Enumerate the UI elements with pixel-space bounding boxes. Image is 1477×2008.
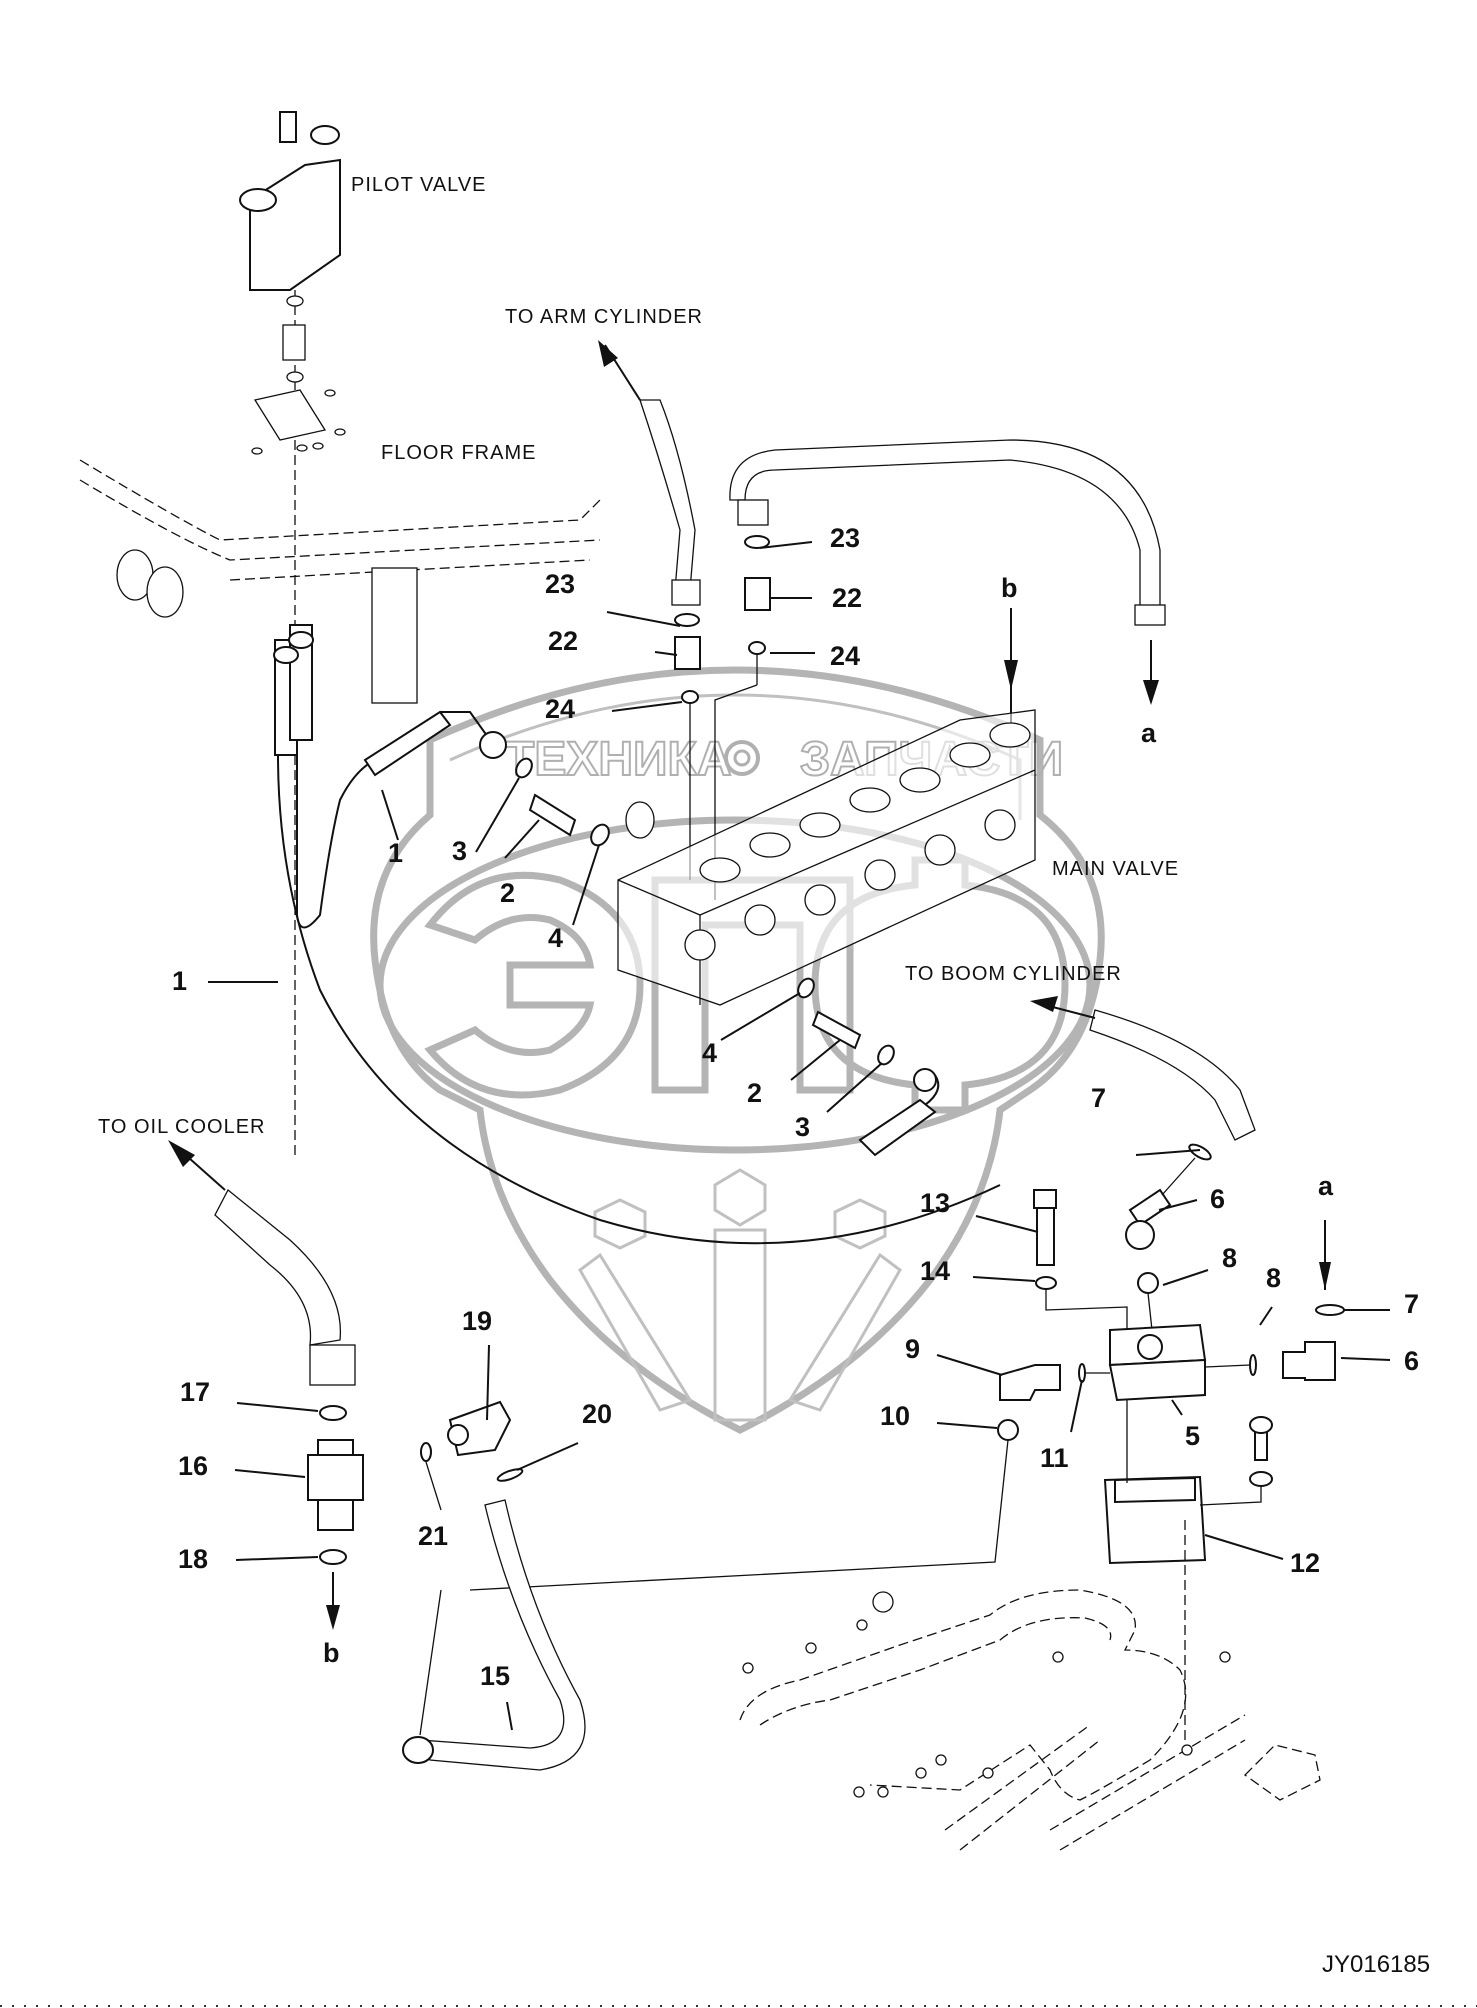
drawing-code: JY016185 xyxy=(1322,1951,1430,1978)
callout-7-right: 7 xyxy=(1404,1289,1419,1319)
callout-15: 15 xyxy=(480,1661,510,1691)
callout-23-right: 23 xyxy=(830,523,860,553)
callout-24-left: 24 xyxy=(545,694,575,724)
boom-cylinder-hose xyxy=(1030,996,1256,1141)
fittings-right xyxy=(797,977,940,1157)
main-valve xyxy=(617,709,1036,1006)
caption-floor-frame: FLOOR FRAME xyxy=(381,442,536,464)
oil-cooler-line xyxy=(168,1140,364,1630)
callout-3-left: 3 xyxy=(452,836,467,866)
callout-13: 13 xyxy=(920,1188,950,1218)
callout-2-right: 2 xyxy=(747,1078,762,1108)
callout-12: 12 xyxy=(1290,1548,1320,1578)
caption-pilot-valve: PILOT VALVE xyxy=(351,174,487,196)
callout-6-right: 6 xyxy=(1404,1346,1419,1376)
main-valve-ports xyxy=(625,722,1031,961)
arm-cylinder-hose xyxy=(598,340,701,880)
callout-5: 5 xyxy=(1185,1421,1200,1451)
callout-22-left: 22 xyxy=(548,626,578,656)
ref-a-top: a xyxy=(1141,718,1157,748)
caption-to-oil-cooler: TO OIL COOLER xyxy=(98,1116,265,1138)
callout-10: 10 xyxy=(880,1401,910,1431)
reference-letters: b a a b xyxy=(323,573,1334,1668)
leader-lines xyxy=(208,541,1391,1731)
callout-16: 16 xyxy=(178,1451,208,1481)
fittings-left xyxy=(515,757,610,847)
caption-to-boom-cylinder: TO BOOM CYLINDER xyxy=(905,963,1122,985)
gear-icon xyxy=(724,740,760,776)
callouts: 1 1 2 2 3 3 4 4 5 6 6 7 7 8 8 9 10 11 12… xyxy=(172,523,1419,1691)
callout-1-upper: 1 xyxy=(388,838,403,868)
callout-20: 20 xyxy=(582,1399,612,1429)
caption-to-arm-cylinder: TO ARM CYLINDER xyxy=(505,306,703,328)
watermark-letter-e xyxy=(424,871,644,1099)
revolving-frame xyxy=(739,1589,1321,1851)
watermark-band xyxy=(376,816,1094,1154)
callout-14: 14 xyxy=(920,1256,950,1286)
callout-8-right: 8 xyxy=(1266,1263,1281,1293)
callout-7-upper: 7 xyxy=(1091,1083,1106,1113)
ref-a-right: a xyxy=(1318,1171,1334,1201)
callout-3-right: 3 xyxy=(795,1112,810,1142)
watermark-text-left: ТЕХНИКА xyxy=(505,733,731,786)
valve-block-assembly xyxy=(469,1143,1345,1750)
callout-22-right: 22 xyxy=(832,583,862,613)
ref-b-top: b xyxy=(1001,573,1018,603)
callout-23-left: 23 xyxy=(545,569,575,599)
hose-1-assembly xyxy=(273,624,1001,1245)
ref-b-bottom: b xyxy=(323,1638,340,1668)
callout-18: 18 xyxy=(178,1544,208,1574)
hose-15-assembly xyxy=(402,1400,586,1771)
callout-4-right: 4 xyxy=(702,1038,717,1068)
callout-24-right: 24 xyxy=(830,641,860,671)
return-hose-top xyxy=(714,439,1166,900)
callout-21: 21 xyxy=(418,1521,448,1551)
floor-frame xyxy=(79,389,601,704)
callout-4-left: 4 xyxy=(548,923,563,953)
callout-17: 17 xyxy=(180,1377,210,1407)
caption-main-valve: MAIN VALVE xyxy=(1052,858,1179,880)
callout-6-upper: 6 xyxy=(1210,1184,1225,1214)
pilot-valve xyxy=(239,111,341,1155)
callout-19: 19 xyxy=(462,1306,492,1336)
callout-2-left: 2 xyxy=(500,878,515,908)
callout-1-left: 1 xyxy=(172,966,187,996)
watermark-wheat xyxy=(578,1168,902,1422)
callout-11: 11 xyxy=(1040,1443,1069,1473)
callout-8-upper: 8 xyxy=(1222,1243,1237,1273)
callout-9: 9 xyxy=(905,1334,920,1364)
